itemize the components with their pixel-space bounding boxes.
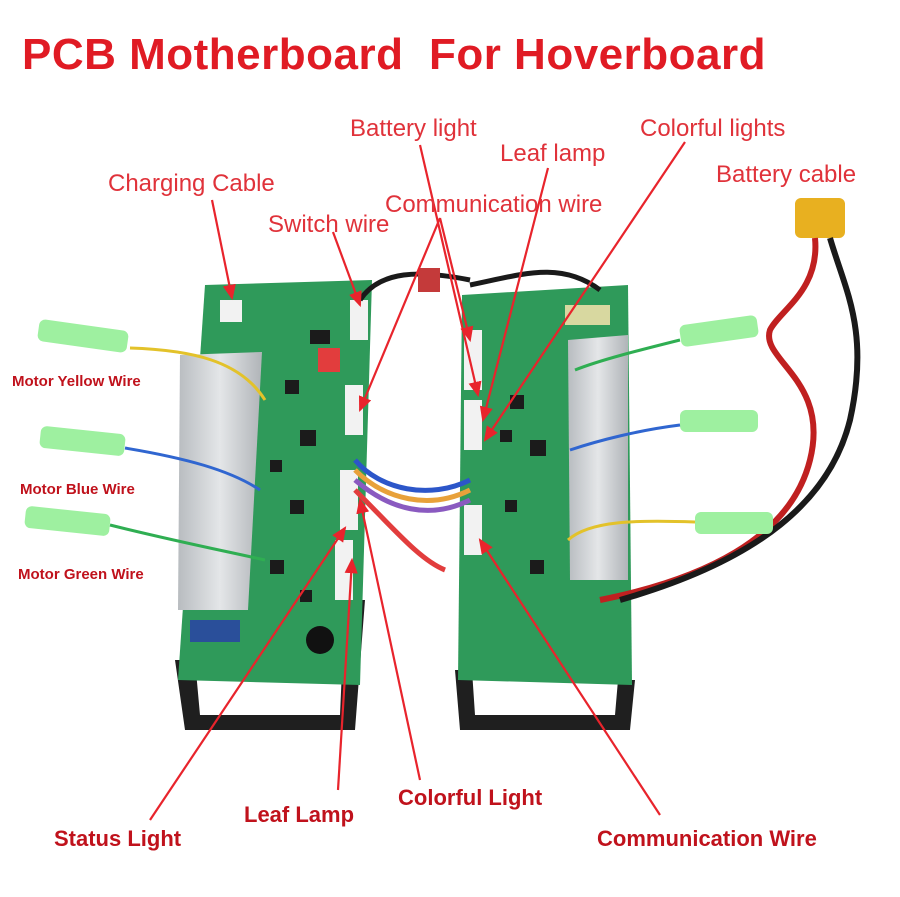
arrow-leaf-lamp-bottom: [336, 557, 358, 791]
arrow-battery-light: [418, 144, 482, 398]
motor-wires: [24, 315, 773, 562]
arrow-switch-wire: [331, 231, 362, 308]
label-switch-wire: Switch wire: [268, 211, 390, 238]
arrow-comm-wire-top-a: [358, 217, 442, 413]
arrow-status-light: [149, 526, 347, 821]
arrow-leaf-lamp-top: [479, 167, 550, 423]
arrow-comm-wire-top-b: [438, 217, 474, 343]
arrow-charging-cable: [210, 199, 236, 301]
label-leaf-lamp-top: Leaf lamp: [500, 140, 606, 167]
label-motor-green-wire: Motor Green Wire: [18, 566, 144, 583]
label-leaf-lamp-bottom: Leaf Lamp: [244, 802, 355, 827]
label-communication-wire-bottom: Communication Wire: [597, 826, 817, 851]
arrow-communication-wire-bottom: [478, 538, 661, 816]
label-motor-yellow-wire: Motor Yellow Wire: [12, 373, 141, 390]
battery-cable: [599, 198, 861, 603]
pointer-arrows: [149, 141, 686, 821]
label-battery-light: Battery light: [350, 115, 477, 142]
right-bracket: [455, 670, 635, 730]
label-motor-blue-wire: Motor Blue Wire: [20, 481, 135, 498]
page-title: PCB Motherboard For Hoverboard: [22, 30, 766, 79]
left-pcb-board: [178, 280, 372, 685]
label-status-light: Status Light: [54, 826, 182, 851]
arrow-colorful-light-bottom: [356, 497, 422, 781]
label-communication-wire-top: Communication wire: [385, 191, 603, 218]
label-battery-cable: Battery cable: [716, 161, 857, 188]
right-pcb-board: [458, 285, 632, 685]
label-colorful-light-bottom: Colorful Light: [398, 785, 543, 810]
arrow-colorful-lights: [483, 141, 686, 442]
label-colorful-lights: Colorful lights: [640, 115, 786, 142]
label-charging-cable: Charging Cable: [108, 170, 275, 197]
